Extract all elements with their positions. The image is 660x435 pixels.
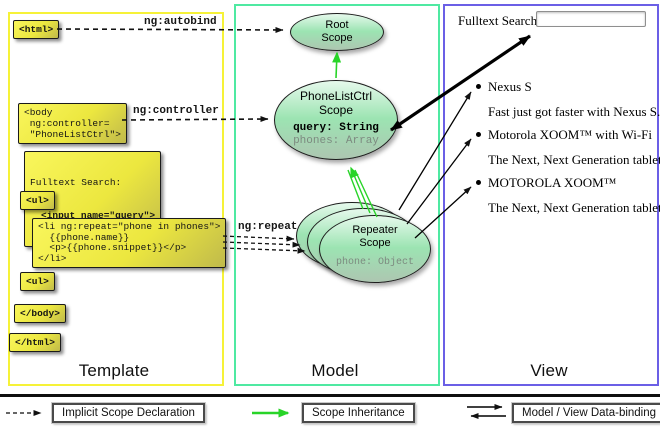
model-column-box	[234, 4, 440, 386]
view-item-snippet: The Next, Next Generation tablet.	[488, 200, 660, 215]
view-column-box	[443, 4, 659, 386]
view-search-label: Fulltext Search:	[458, 13, 541, 28]
phone-property: phone: Object	[335, 257, 414, 268]
code-line-fulltext-input: <input name="query">	[41, 210, 156, 221]
root-scope-ellipse: Root Scope	[290, 13, 384, 51]
legend-implicit-scope-declaration: Implicit Scope Declaration	[51, 402, 206, 424]
code-box-html-close: </html>	[9, 333, 61, 352]
bullet-icon	[476, 84, 481, 89]
view-item-name: Motorola XOOM™ with Wi-Fi	[488, 127, 653, 142]
repeater-scope-label: Repeater Scope	[352, 224, 398, 249]
bullet-icon	[476, 180, 481, 185]
model-column-label: Model	[311, 361, 359, 380]
ng-repeat-label: ng:repeat	[238, 221, 298, 233]
legend-model-view-databinding: Model / View Data-binding	[510, 402, 660, 424]
view-item-snippet: Fast just got faster with Nexus S.	[488, 104, 660, 119]
ng-autobind-label: ng:autobind	[144, 16, 217, 28]
legend-divider	[0, 394, 660, 397]
code-box-ul-open: <ul>	[20, 191, 55, 210]
code-box-body-close: </body>	[14, 304, 66, 323]
ng-controller-label: ng:controller	[133, 105, 219, 117]
view-item-snippet: The Next, Next Generation tablet.	[488, 152, 660, 167]
code-box-html-open: <html>	[13, 20, 60, 39]
code-box-li-repeat: <li ng:repeat="phone in phones"> {{phone…	[32, 218, 227, 268]
view-item-name: Nexus S	[488, 79, 532, 94]
query-property: query: String	[293, 122, 379, 134]
legend-scope-inheritance: Scope Inheritance	[301, 402, 416, 424]
code-line-fulltext-label: Fulltext Search:	[30, 177, 122, 188]
code-box-body-open: <body ng:controller= "PhoneListCtrl">	[18, 103, 127, 144]
phonelistctrl-scope-label: PhoneListCtrl Scope	[299, 89, 373, 117]
view-column-label: View	[530, 361, 568, 380]
bullet-icon	[476, 132, 481, 137]
phonelistctrl-scope-ellipse: PhoneListCtrl Scope query: String phones…	[274, 80, 398, 160]
root-scope-label: Root Scope	[321, 19, 353, 44]
repeater-scope-ellipse-front: Repeater Scope phone: Object	[319, 215, 431, 283]
view-search-input[interactable]	[536, 11, 646, 27]
phones-property: phones: Array	[293, 135, 379, 147]
code-box-ul-close: <ul>	[20, 272, 55, 291]
view-item-name: MOTOROLA XOOM™	[488, 175, 617, 190]
template-column-label: Template	[78, 361, 150, 380]
